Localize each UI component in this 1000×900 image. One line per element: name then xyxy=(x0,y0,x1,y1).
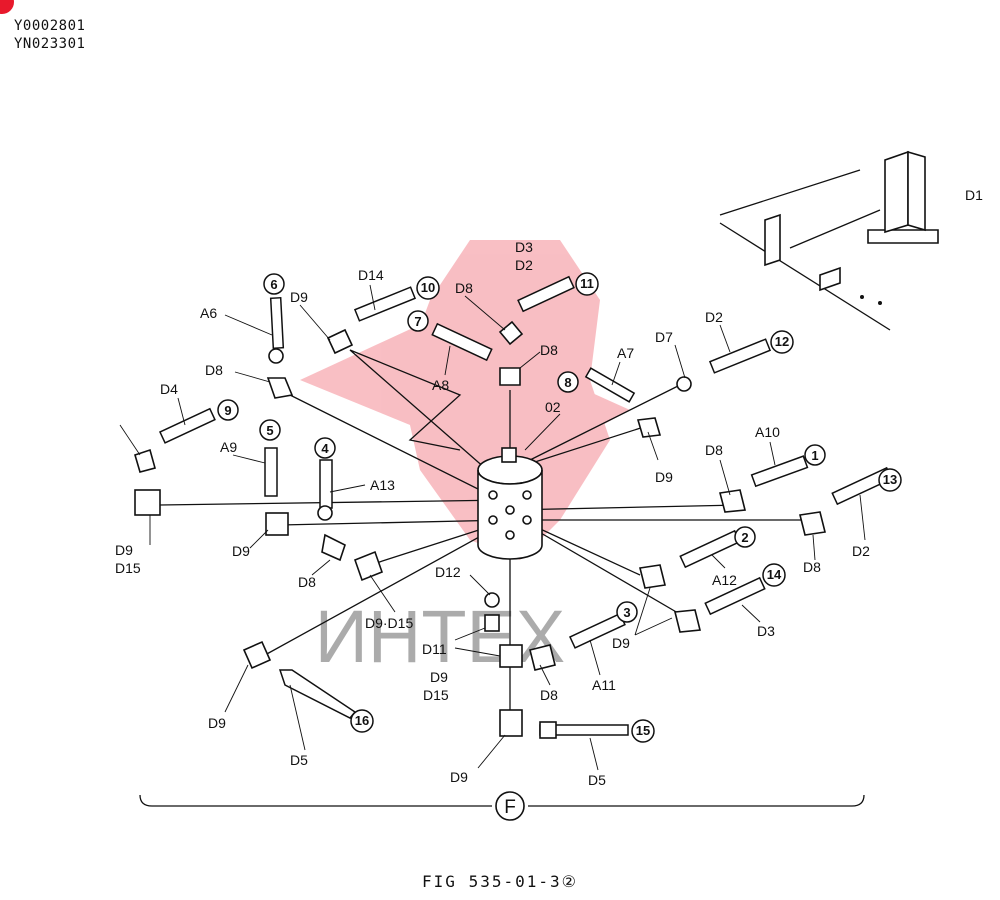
callout-5: 5 xyxy=(259,419,281,441)
label-a10: A10 xyxy=(755,424,780,440)
svg-text:2: 2 xyxy=(741,530,748,545)
label-d8-mid: D8 xyxy=(540,342,558,358)
callout-12: 12 xyxy=(770,330,794,354)
label-d9-lower-right: D9 xyxy=(612,635,630,651)
label-d9-lowest: D9 xyxy=(450,769,468,785)
svg-text:9: 9 xyxy=(224,403,231,418)
label-d8-far-right: D8 xyxy=(803,559,821,575)
callout-6: 6 xyxy=(263,273,285,295)
drawing-code-1: Y0002801 xyxy=(14,18,86,34)
svg-text:4: 4 xyxy=(321,441,329,456)
callout-13: 13 xyxy=(878,468,902,492)
callout-10: 10 xyxy=(416,276,440,300)
callout-11: 11 xyxy=(575,272,599,296)
label-d5-right: D5 xyxy=(588,772,606,788)
chassis-bracket xyxy=(719,150,939,331)
part-labels: D1 D14 D3 D2 D9 D8 D8 A6 A8 D7 D2 A7 D8 … xyxy=(115,187,983,788)
callout-8: 8 xyxy=(557,371,579,393)
label-d8-left: D8 xyxy=(205,362,223,378)
callout-15: 15 xyxy=(631,719,655,743)
label-d9-lower-far-left: D9 xyxy=(208,715,226,731)
label-d9-top: D9 xyxy=(290,289,308,305)
svg-text:14: 14 xyxy=(767,567,782,582)
label-d8-top: D8 xyxy=(455,280,473,296)
label-d8-lower-left: D8 xyxy=(298,574,316,590)
callout-16: 16 xyxy=(350,709,374,733)
label-d9-right: D9 xyxy=(655,469,673,485)
svg-text:8: 8 xyxy=(564,375,571,390)
label-d14: D14 xyxy=(358,267,384,283)
label-d8-bottom: D8 xyxy=(540,687,558,703)
svg-text:5: 5 xyxy=(266,423,273,438)
label-d5-left: D5 xyxy=(290,752,308,768)
svg-text:3: 3 xyxy=(623,605,630,620)
callout-2: 2 xyxy=(734,526,756,548)
callout-1: 1 xyxy=(804,444,826,466)
label-d1: D1 xyxy=(965,187,983,203)
callout-3: 3 xyxy=(616,601,638,623)
watermark-logo xyxy=(300,240,630,560)
distribution-block xyxy=(477,447,543,560)
label-d15-bottom: D15 xyxy=(423,687,449,703)
label-center-02: 02 xyxy=(545,399,561,415)
label-a8: A8 xyxy=(432,377,449,393)
svg-text:7: 7 xyxy=(414,314,421,329)
label-d7: D7 xyxy=(655,329,673,345)
label-d3-top: D3 xyxy=(515,239,533,255)
label-a9: A9 xyxy=(220,439,237,455)
label-d11: D11 xyxy=(422,641,447,657)
label-d9-d15: D9·D15 xyxy=(365,615,413,631)
label-d8-right: D8 xyxy=(705,442,723,458)
callout-4: 4 xyxy=(314,437,336,459)
callout-9: 9 xyxy=(217,399,239,421)
label-a13: A13 xyxy=(370,477,395,493)
svg-text:6: 6 xyxy=(270,277,277,292)
callout-numbers: 1 2 3 4 5 6 7 8 9 10 11 12 13 14 15 16 xyxy=(217,272,902,743)
svg-text:1: 1 xyxy=(811,448,818,463)
label-a7: A7 xyxy=(617,345,634,361)
label-a11: A11 xyxy=(592,677,616,693)
label-d2-far-right: D2 xyxy=(852,543,870,559)
svg-text:13: 13 xyxy=(883,472,897,487)
figure-caption: FIG 535-01-3② xyxy=(422,872,578,891)
label-d4: D4 xyxy=(160,381,178,397)
label-d9-left2: D9 xyxy=(232,543,250,559)
label-d2-right: D2 xyxy=(705,309,723,325)
drawing-code-2: YN023301 xyxy=(14,36,86,52)
watermark-text: ИНТЕХ xyxy=(315,595,566,678)
label-a12: A12 xyxy=(712,572,737,588)
label-d9-left: D9 xyxy=(115,542,133,558)
group-brace: F xyxy=(139,791,865,821)
label-d15-left: D15 xyxy=(115,560,141,576)
label-d9-bottom: D9 xyxy=(430,669,448,685)
callout-14: 14 xyxy=(762,563,786,587)
svg-text:12: 12 xyxy=(775,334,789,349)
svg-text:16: 16 xyxy=(355,713,369,728)
svg-text:11: 11 xyxy=(580,276,594,291)
group-label: F xyxy=(504,797,516,818)
callout-7: 7 xyxy=(407,310,429,332)
label-d12: D12 xyxy=(435,564,461,580)
svg-text:10: 10 xyxy=(421,280,435,295)
leader-lines xyxy=(119,284,866,771)
svg-text:15: 15 xyxy=(636,723,650,738)
label-d3-right: D3 xyxy=(757,623,775,639)
label-a6: A6 xyxy=(200,305,217,321)
label-d2-top: D2 xyxy=(515,257,533,273)
